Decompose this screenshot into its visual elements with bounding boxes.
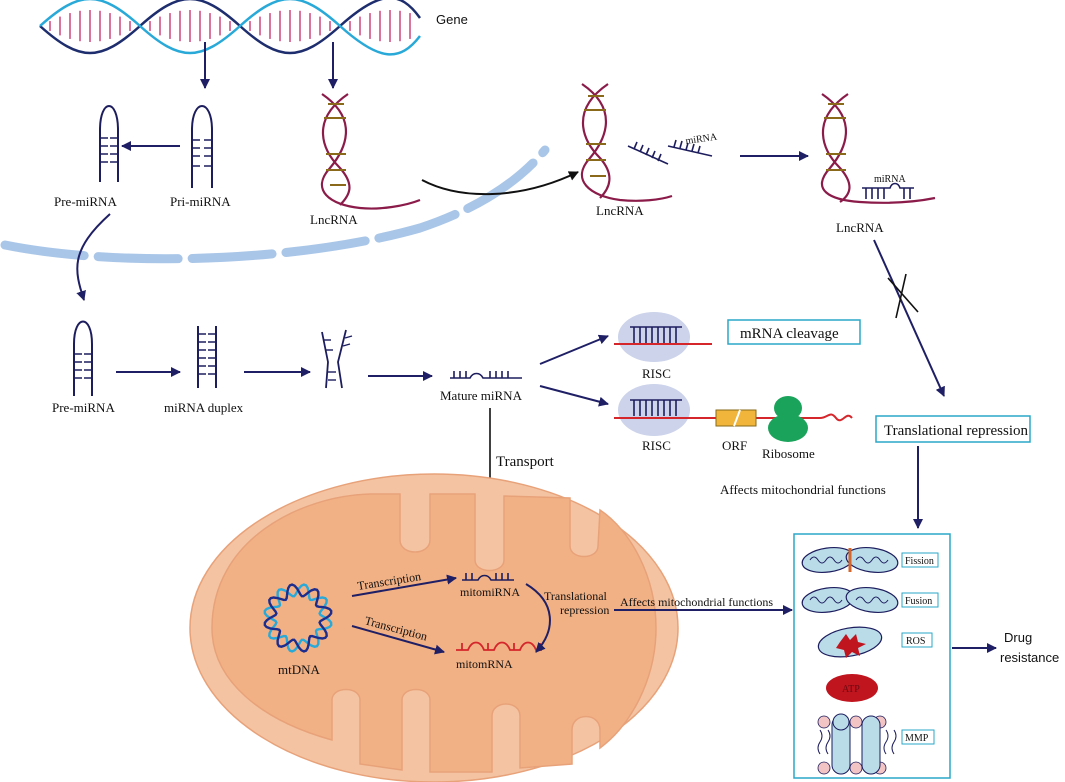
lncrna-helix-2 bbox=[580, 83, 673, 202]
ribosome-label: Ribosome bbox=[762, 446, 815, 461]
gene-label: Gene bbox=[436, 12, 468, 27]
translational-label-line2: repression bbox=[560, 603, 609, 617]
atp-label: ATP bbox=[842, 684, 860, 695]
arrow-mito-repression bbox=[525, 583, 551, 653]
orf-block bbox=[715, 409, 757, 427]
arrow-mature-to-risc-2 bbox=[539, 385, 609, 407]
mmp-illustration bbox=[817, 713, 897, 775]
fusion-illustration bbox=[801, 586, 899, 614]
arrow-mature-to-risc-1 bbox=[539, 334, 609, 365]
translational-label-line1: Translational bbox=[544, 589, 608, 603]
mrna-cleavage-label: mRNA cleavage bbox=[740, 326, 839, 342]
block-cross-2 bbox=[895, 273, 907, 319]
arrow-pre-top-to-pre-mid bbox=[76, 213, 111, 301]
mirna-duplex-structure bbox=[197, 326, 217, 388]
free-mirna-fragment-1 bbox=[627, 141, 669, 165]
mirna-small-label-2: miRNA bbox=[874, 174, 906, 185]
fission-illustration bbox=[801, 546, 899, 574]
risc-label-1: RISC bbox=[642, 366, 671, 381]
arrow-lnc3-to-repression bbox=[873, 239, 945, 397]
mtdna-circle bbox=[263, 583, 333, 653]
free-mirna-fragment-2 bbox=[667, 139, 713, 157]
risc-complex-2 bbox=[614, 384, 853, 436]
fusion-tag bbox=[901, 592, 939, 608]
mrna-cleavage-box bbox=[727, 319, 861, 345]
pri-mirna-hairpin bbox=[191, 105, 213, 188]
risc-label-2: RISC bbox=[642, 438, 671, 453]
mature-mirna-strand bbox=[450, 371, 522, 379]
ros-label: ROS bbox=[906, 636, 925, 647]
mature-mirna-label: Mature miRNA bbox=[440, 388, 523, 403]
mtdna-label: mtDNA bbox=[278, 662, 321, 677]
mirna-duplex-label: miRNA duplex bbox=[164, 400, 244, 415]
mmp-tag bbox=[901, 729, 935, 745]
fission-tag bbox=[901, 552, 939, 568]
mmp-label: MMP bbox=[905, 733, 929, 744]
translational-repression-label: Translational repression bbox=[884, 423, 1029, 439]
fusion-label: Fusion bbox=[905, 596, 932, 607]
risc-complex-1 bbox=[614, 312, 712, 362]
lncrna-helix-3 bbox=[820, 93, 936, 204]
drug-label-line1: Drug bbox=[1004, 630, 1032, 645]
affects-label-mid: Affects mitochondrial functions bbox=[620, 595, 773, 609]
lncrna-helix-1 bbox=[320, 93, 421, 210]
atp-ellipse bbox=[826, 674, 878, 702]
gene-dna-helix bbox=[39, 0, 422, 56]
mitomirna-label: mitomiRNA bbox=[460, 585, 520, 599]
lncrna-label-3: LncRNA bbox=[836, 220, 884, 235]
mitomrna-label: mitomRNA bbox=[456, 657, 513, 671]
ros-illustration bbox=[817, 626, 883, 658]
block-cross-1 bbox=[887, 277, 919, 313]
pri-mirna-label: Pri-miRNA bbox=[170, 194, 231, 209]
pre-mirna-label-top: Pre-miRNA bbox=[54, 194, 117, 209]
mirna-small-label-1: miRNA bbox=[685, 132, 719, 147]
fission-label: Fission bbox=[905, 556, 934, 567]
pre-mirna-hairpin-top bbox=[99, 105, 119, 182]
mitomirna-strand bbox=[462, 573, 514, 581]
ros-tag bbox=[901, 632, 933, 648]
pre-mirna-label-mid: Pre-miRNA bbox=[52, 400, 115, 415]
unwinding-duplex bbox=[321, 329, 353, 389]
arrow-transcription-1 bbox=[351, 574, 457, 597]
ribosome-shape bbox=[768, 396, 808, 442]
arrow-lnc-export bbox=[421, 171, 579, 196]
orf-label: ORF bbox=[722, 438, 747, 453]
mitochondrion bbox=[189, 473, 679, 782]
lncrna-label-1: LncRNA bbox=[310, 212, 358, 227]
drug-label-line2: resistance bbox=[1000, 650, 1059, 665]
nuclear-membrane bbox=[0, 145, 550, 264]
translational-repression-box bbox=[875, 415, 1031, 443]
lncrna-label-2: LncRNA bbox=[596, 203, 644, 218]
pre-mirna-hairpin-mid bbox=[73, 320, 93, 396]
transport-label: Transport bbox=[496, 454, 555, 470]
arrow-transcription-2 bbox=[351, 625, 445, 655]
affects-label-top: Affects mitochondrial functions bbox=[720, 482, 886, 497]
